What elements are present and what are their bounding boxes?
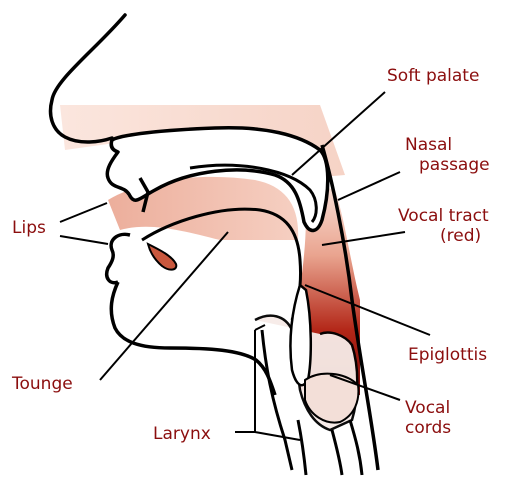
epiglottis-shape (290, 285, 310, 385)
trachea-line-mid (332, 430, 342, 475)
lower-lip-outline (107, 234, 130, 282)
nasal-passage-pointer (338, 172, 400, 200)
label-nasal-passage: Nasal passage (405, 135, 490, 175)
larynx-bracket-top (255, 325, 265, 330)
label-soft-palate: Soft palate (387, 66, 479, 86)
label-epiglottis-text: Epiglottis (408, 345, 487, 365)
label-epiglottis: Epiglottis (408, 345, 487, 365)
label-nasal-passage-line2: passage (405, 155, 490, 175)
label-lips-text: Lips (12, 218, 46, 238)
label-vocal-tract-line2: (red) (398, 226, 489, 246)
label-vocal-cords: Vocal cords (405, 398, 451, 438)
lips-pointer-lower (60, 236, 108, 244)
label-nasal-passage-line1: Nasal (405, 135, 490, 155)
trachea-line-left (298, 420, 306, 475)
esophagus-line (350, 420, 362, 475)
lips-pointer-upper (60, 203, 107, 222)
label-soft-palate-text: Soft palate (387, 66, 479, 86)
label-lips: Lips (12, 218, 46, 238)
label-vocal-cords-line2: cords (405, 418, 451, 438)
label-larynx: Larynx (153, 424, 211, 444)
tongue-tip (148, 244, 176, 270)
label-tounge: Tounge (12, 374, 73, 394)
label-tounge-text: Tounge (12, 374, 73, 394)
label-vocal-cords-line1: Vocal (405, 398, 451, 418)
label-vocal-tract: Vocal tract (red) (398, 206, 489, 246)
label-larynx-text: Larynx (153, 424, 211, 444)
larynx-front-tube (262, 330, 292, 470)
label-vocal-tract-line1: Vocal tract (398, 206, 489, 226)
